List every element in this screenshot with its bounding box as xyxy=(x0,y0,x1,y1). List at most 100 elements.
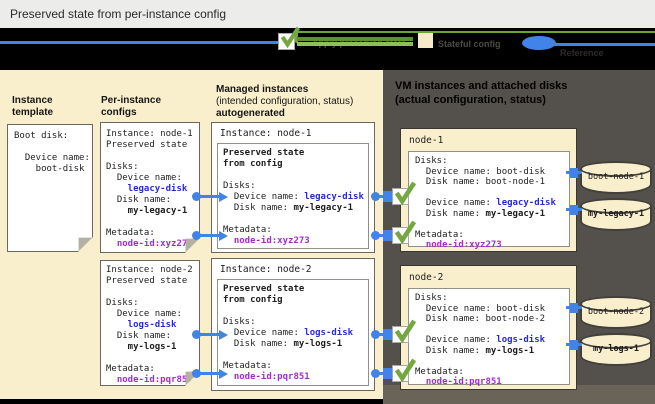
preserved-state-line1: Preserved state xyxy=(223,284,305,294)
vm-metadata-value: node-id:xyz273 xyxy=(415,240,502,250)
header-vm-instances: VM instances and attached disks (actual … xyxy=(395,80,655,107)
vm-detail-box: Disks: Device name: boot-disk Disk name:… xyxy=(408,151,570,250)
connector-line xyxy=(566,306,582,309)
blue-arrowhead-icon xyxy=(219,231,228,241)
connector-line xyxy=(199,372,219,375)
vm-detail-box: Disks: Device name: boot-disk Disk name:… xyxy=(408,288,570,387)
legend-config-label: Stateful config xyxy=(438,39,501,49)
applied-checkmark-icon xyxy=(392,181,417,206)
blue-arrowhead-icon xyxy=(219,192,228,202)
template-device-name-value: boot-disk xyxy=(14,164,85,174)
applied-checkmark-icon xyxy=(392,220,417,245)
managed-disks-label: Disks: xyxy=(223,317,256,327)
connector-dot xyxy=(371,192,380,201)
vm-device-value: logs-disk xyxy=(496,335,546,345)
vm-title: node-2 xyxy=(409,272,444,283)
vm-stateful-disk-line: Disk name: my-legacy-1 xyxy=(415,209,569,220)
vm-metadata-label: Metadata: xyxy=(415,229,464,240)
green-arrow-dark-bar xyxy=(297,37,413,41)
config-disk-value: my-legacy-1 xyxy=(106,206,188,216)
managed-device-value: legacy-disk xyxy=(304,192,364,202)
connector-dot xyxy=(192,330,201,339)
config-device-value: legacy-disk xyxy=(106,184,188,194)
header-managed-instances: Managed instances (intended configuratio… xyxy=(216,84,380,120)
managed-instance-node-1: Instance: node-1 Preserved state from co… xyxy=(211,122,375,253)
disk-label: boot-node-2 xyxy=(587,307,645,317)
connector-dot xyxy=(371,369,380,378)
vm-boot-disk-line: Disk name: boot-node-2 xyxy=(415,314,546,324)
page-title: Preserved state from per-instance config xyxy=(10,7,227,21)
vm-box-node-2: node-2 Disks: Device name: boot-disk Dis… xyxy=(400,265,577,390)
legend-reference-line-right xyxy=(553,43,655,46)
managed-instance-node-2: Instance: node-2 Preserved state from co… xyxy=(211,258,375,391)
vm-title: node-1 xyxy=(409,135,444,146)
config-state-line: Preserved state xyxy=(106,276,188,286)
managed-disk-label: Disk name: xyxy=(223,339,294,349)
vm-disks-label: Disks: xyxy=(415,293,448,303)
managed-metadata-label: Metadata: xyxy=(223,225,272,235)
disk-label: boot-node-1 xyxy=(587,172,645,182)
disk-cylinder-boot-node-2: boot-node-2 xyxy=(580,296,652,329)
applied-checkmark-icon xyxy=(392,358,417,383)
connector-dot xyxy=(371,330,380,339)
managed-disks-label: Disks: xyxy=(223,181,256,191)
managed-disk-value: my-logs-1 xyxy=(293,339,343,349)
vm-device-value: legacy-disk xyxy=(496,198,556,208)
blue-arrowhead-icon xyxy=(219,330,228,340)
vm-metadata-label: Metadata: xyxy=(415,366,464,377)
managed-device-value: logs-disk xyxy=(304,328,354,338)
connector-line xyxy=(199,195,219,198)
config-device-value: logs-disk xyxy=(106,320,177,330)
per-instance-config-node-2: Instance: node-2 Preserved state Disks: … xyxy=(100,260,200,386)
vm-stateful-device-line: Device name: legacy-disk xyxy=(415,198,569,209)
managed-disk-line: Disk name: my-legacy-1 xyxy=(223,203,368,214)
vm-stateful-disk-line: Disk name: my-logs-1 xyxy=(415,346,569,357)
connector-node xyxy=(383,230,395,241)
vm-disk-value: my-legacy-1 xyxy=(485,208,546,219)
connector-line xyxy=(199,333,219,336)
connector-dot xyxy=(192,231,201,240)
per-instance-config-node-1: Instance: node-1 Preserved state Disks: … xyxy=(100,122,200,253)
preserved-state-line1: Preserved state xyxy=(223,148,305,158)
template-boot-disk-label: Boot disk: xyxy=(14,131,69,141)
applied-checkmark-icon xyxy=(392,319,417,344)
managed-title: Instance: node-1 xyxy=(220,128,312,139)
connector-node xyxy=(383,191,395,202)
config-state-line: Preserved state xyxy=(106,140,188,150)
managed-header-line1: Managed instances xyxy=(216,84,309,95)
config-device-label: Device name: xyxy=(106,173,182,183)
disk-cylinder-my-logs-1: my-logs-1 xyxy=(580,333,652,366)
disk-label: my-legacy-1 xyxy=(587,209,645,219)
vm-boot-disk-line: Disk name: boot-node-1 xyxy=(415,177,546,187)
managed-metadata-value: node-id:pqr851 xyxy=(223,372,310,382)
disk-label: my-logs-1 xyxy=(592,344,640,354)
dogear-icon xyxy=(185,238,200,253)
preserved-state-line2: from config xyxy=(223,295,283,305)
vm-device-label: Device name: xyxy=(415,335,497,345)
config-metadata-value: node-id:pqr851 xyxy=(106,375,193,385)
vm-metadata-value: node-id:pqr851 xyxy=(415,377,502,387)
connector-dot xyxy=(371,231,380,240)
header-instance-template: Instance template xyxy=(12,95,54,118)
managed-device-line: Device name: logs-disk xyxy=(223,328,368,339)
dogear-icon xyxy=(78,237,93,252)
blue-arrowhead-icon xyxy=(219,369,228,379)
vm-disk-value: my-logs-1 xyxy=(485,345,535,356)
managed-disk-value: my-legacy-1 xyxy=(293,203,354,213)
managed-metadata-label: Metadata: xyxy=(223,361,272,371)
connector-line xyxy=(566,208,582,211)
connector-line xyxy=(199,234,219,237)
vm-disks-label: Disks: xyxy=(415,156,448,166)
vm-device-label: Device name: xyxy=(415,198,497,208)
config-disk-label: Disk name: xyxy=(106,195,172,205)
managed-title: Instance: node-2 xyxy=(220,264,312,275)
config-metadata-label: Metadata: xyxy=(106,364,155,374)
preserved-state-line2: from config xyxy=(223,159,283,169)
vm-disk-label: Disk name: xyxy=(415,345,486,356)
managed-metadata-value: node-id:xyz273 xyxy=(223,236,310,246)
managed-header-line3: autogenerated xyxy=(216,108,285,119)
legend-checkmark-icon xyxy=(278,26,301,50)
header-per-instance-configs: Per-instance configs xyxy=(101,95,162,118)
config-instance-line: Instance: node-2 xyxy=(106,265,193,275)
